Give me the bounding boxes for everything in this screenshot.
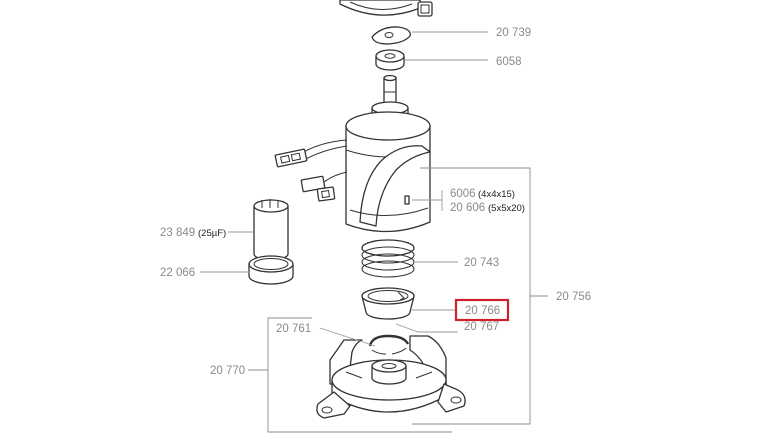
label-20739: 20 739 <box>496 27 531 39</box>
spacer-ring-part <box>375 49 405 71</box>
coil-spring-part <box>361 239 415 278</box>
capacitor-part <box>253 199 289 261</box>
label-20761: 20 761 <box>276 323 311 335</box>
assembly-bracket-20770 <box>267 317 452 433</box>
label-6006: 6006 <box>450 188 476 200</box>
capacitor-ring-part <box>248 255 294 285</box>
cam-washer-part <box>371 26 411 45</box>
spec-23849: (25µF) <box>198 228 226 239</box>
leader-lines <box>200 31 488 347</box>
label-20770: 20 770 <box>210 365 245 377</box>
label-20766: 20 766 <box>465 305 500 317</box>
circlip-part <box>368 334 410 355</box>
label-6058: 6058 <box>496 56 522 68</box>
top-gear-part <box>339 0 433 17</box>
highlight-box-20766 <box>454 298 510 322</box>
label-20756: 20 756 <box>556 291 591 303</box>
label-20743: 20 743 <box>464 257 499 269</box>
label-20606: 20 606 <box>450 202 485 214</box>
label-23849: 23 849 <box>160 227 195 239</box>
motor-body-part <box>345 74 431 233</box>
base-part <box>316 335 466 419</box>
label-22066: 22 066 <box>160 267 195 279</box>
spec-20606: (5x5x20) <box>488 203 525 214</box>
cup-part <box>361 287 415 320</box>
wire-connectors <box>274 139 348 202</box>
spec-6006: (4x4x15) <box>478 189 515 200</box>
label-20767: 20 767 <box>464 321 499 333</box>
